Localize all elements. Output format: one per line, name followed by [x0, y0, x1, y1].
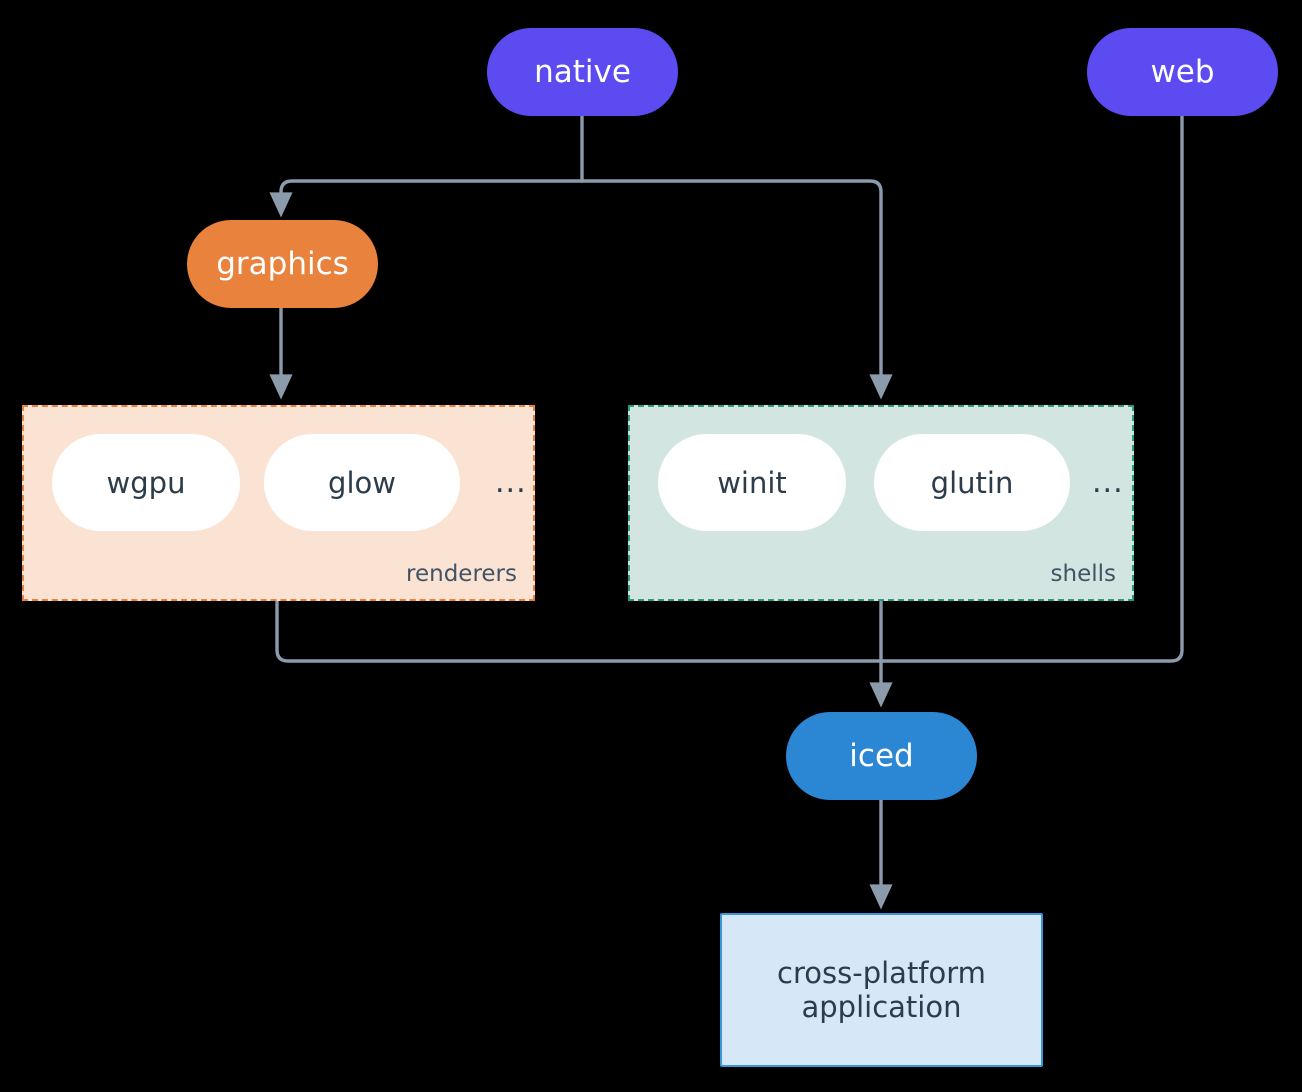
node-native-label: native [534, 53, 631, 90]
node-native[interactable]: native [487, 28, 678, 116]
node-iced-label: iced [849, 737, 914, 774]
node-application[interactable]: cross-platform application [720, 913, 1043, 1067]
node-application-label: cross-platform application [777, 955, 986, 1024]
group-shells-label: shells [1050, 561, 1116, 587]
node-glutin[interactable]: glutin [874, 434, 1070, 531]
shells-overflow-ellipsis: ... [1092, 465, 1124, 500]
node-wgpu-label: wgpu [106, 465, 186, 500]
node-graphics-label: graphics [216, 245, 349, 282]
group-shells[interactable]: winit glutin ... shells [628, 405, 1134, 601]
node-iced[interactable]: iced [786, 712, 977, 800]
node-web[interactable]: web [1087, 28, 1278, 116]
edge-renderers-to-iced [275, 599, 883, 663]
edge-native-to-graphics [269, 179, 584, 218]
renderers-overflow-ellipsis: ... [495, 465, 527, 500]
node-wgpu[interactable]: wgpu [52, 434, 240, 531]
node-glutin-label: glutin [930, 465, 1014, 500]
node-web-label: web [1150, 53, 1215, 90]
edge-native-to-shells [580, 179, 893, 400]
node-winit-label: winit [717, 465, 787, 500]
node-glow-label: glow [328, 465, 396, 500]
group-renderers-label: renderers [406, 561, 517, 587]
node-graphics[interactable]: graphics [187, 220, 378, 308]
group-renderers[interactable]: wgpu glow ... renderers [22, 405, 535, 601]
node-glow[interactable]: glow [264, 434, 460, 531]
node-winit[interactable]: winit [658, 434, 846, 531]
